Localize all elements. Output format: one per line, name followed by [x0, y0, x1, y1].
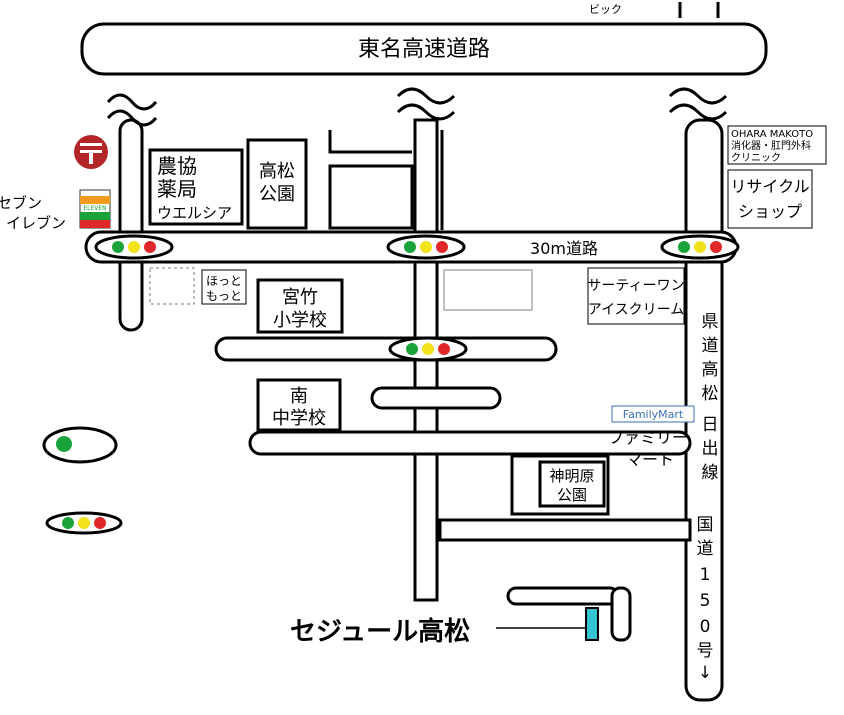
noukyou-building — [148, 148, 244, 226]
national-road-label: 国 道 1 5 0 号 ↓ — [697, 515, 714, 683]
miyatake-label-2: 小学校 — [273, 310, 327, 331]
takamatsu-park — [246, 138, 308, 230]
clinic-label-2: 消化器・肛門外科 — [731, 139, 811, 152]
svg-text:松: 松 — [702, 384, 719, 404]
overpass-wave-left — [106, 93, 158, 127]
svg-text:県: 県 — [702, 312, 719, 332]
road-south — [438, 518, 692, 542]
block-outline — [328, 164, 414, 230]
familymart-label-2: マート — [626, 450, 674, 469]
minami-label-1: 南 — [290, 386, 308, 407]
destination-label: セジュール高松 — [290, 616, 470, 647]
block-outline — [328, 130, 412, 154]
svg-text:↓: ↓ — [698, 663, 712, 683]
traffic-light-west — [94, 234, 174, 260]
familymart-sign — [611, 405, 695, 423]
post-office-icon — [74, 135, 108, 169]
shinmeibara-label-2: 公園 — [557, 486, 587, 504]
left-road — [118, 118, 144, 332]
svg-text:0: 0 — [700, 617, 711, 637]
road-miyatake — [214, 336, 558, 362]
takamatsu-park-label-1: 高松 — [259, 161, 295, 182]
shinmeibara-label-1: 神明原 — [549, 467, 594, 485]
destination-building — [585, 607, 599, 641]
takamatsu-park-label-2: 公園 — [259, 184, 295, 205]
overpass-wave-center — [396, 87, 456, 121]
svg-text:線: 線 — [702, 463, 719, 483]
road-destination — [506, 586, 620, 606]
miyatake-label-1: 宮竹 — [282, 287, 318, 308]
minami-label-2: 中学校 — [272, 408, 326, 429]
small-store — [149, 267, 195, 305]
shinmeibara-park — [538, 460, 606, 508]
noukyou-label-3: ウエルシア — [157, 204, 232, 222]
svg-text:1: 1 — [700, 565, 711, 585]
familymart-sign-text: FamilyMart — [623, 408, 684, 421]
thirtyone-icecream — [587, 267, 685, 325]
road-short — [370, 386, 502, 410]
svg-text:5: 5 — [700, 591, 711, 611]
familymart-label-1: ファミリー — [608, 428, 688, 447]
noukyou-label-2: 薬局 — [157, 177, 197, 201]
road-familymart — [248, 430, 692, 456]
bic-label: ビック — [589, 3, 622, 16]
thirtyone-label-1: サーティーワン — [587, 278, 684, 294]
svg-text:高: 高 — [702, 360, 719, 380]
expressway-road — [80, 22, 768, 76]
pedestrian-signal-icon — [42, 426, 118, 464]
svg-text:出: 出 — [702, 439, 719, 459]
hotto-label-1: ほっと — [206, 274, 242, 288]
hotto-label-2: もっと — [206, 289, 242, 303]
svg-text:道: 道 — [697, 539, 714, 559]
hotto-motto — [201, 269, 247, 305]
recycle-label-2: ショップ — [738, 202, 802, 221]
seven-eleven-logo-icon: ELEVEN — [79, 189, 111, 229]
minami-junior-high — [256, 378, 342, 432]
empty-lot — [443, 269, 533, 311]
clinic-label-3: クリニック — [731, 152, 781, 164]
recycle-shop — [727, 169, 813, 229]
thirtyone-label-2: アイスクリーム — [588, 302, 684, 318]
seven-eleven-label-1: セブン — [0, 194, 42, 212]
svg-text:日: 日 — [702, 415, 719, 435]
clinic-label-1: OHARA MAKOTO — [731, 129, 813, 140]
prefectural-road-label: 県 道 高 松 日 出 線 — [702, 312, 719, 483]
svg-text:道: 道 — [702, 336, 719, 356]
noukyou-label-1: 農協 — [157, 154, 197, 178]
recycle-label-1: リサイクル — [730, 177, 809, 196]
clinic-sign — [727, 125, 827, 165]
road-destination-stub — [610, 586, 632, 642]
overpass-wave-right — [668, 87, 728, 121]
traffic-light-center — [386, 234, 466, 260]
svg-text:号: 号 — [697, 641, 714, 661]
traffic-light-miyatake — [388, 336, 468, 362]
seven-eleven-label-2: イレブン — [6, 214, 66, 232]
miyatake-elementary — [256, 278, 344, 334]
svg-text:国: 国 — [697, 515, 714, 535]
svg-text:ELEVEN: ELEVEN — [83, 205, 106, 212]
road-30m-label: 30m道路 — [530, 239, 598, 258]
traffic-light-legend — [45, 511, 123, 535]
traffic-light-east — [660, 234, 740, 260]
expressway-label: 東名高速道路 — [358, 37, 490, 62]
